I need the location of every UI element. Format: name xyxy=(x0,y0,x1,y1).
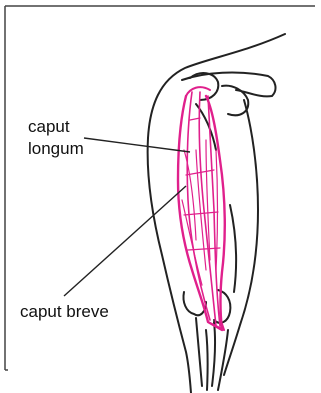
arm-outline xyxy=(148,34,285,393)
leader-line-caput-longum xyxy=(84,138,190,152)
leader-lines xyxy=(64,138,190,296)
label-caput-breve: caput breve xyxy=(20,302,109,322)
label-caput-longum-line2: longum xyxy=(28,139,84,159)
biceps-muscle xyxy=(178,87,225,330)
label-caput-longum-line1: caput xyxy=(28,117,70,137)
